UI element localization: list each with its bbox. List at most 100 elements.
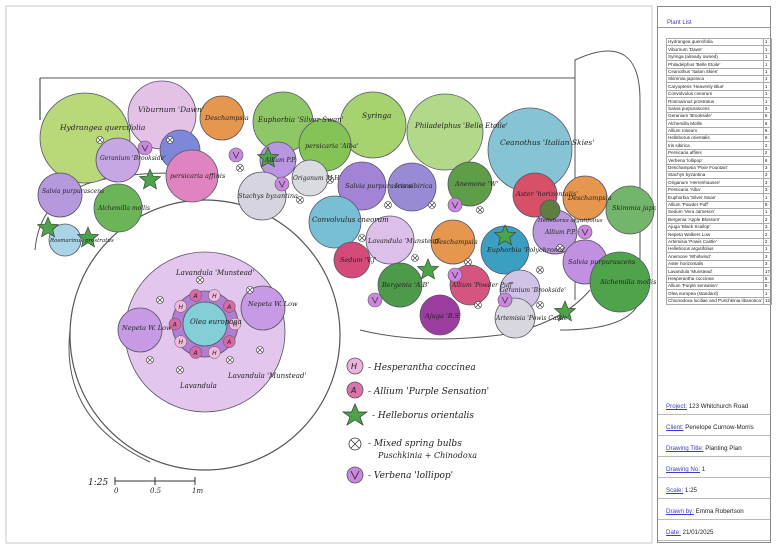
helleborus-star-icon (36, 216, 60, 238)
meta-key: Scale: (666, 487, 684, 494)
allium-marker (223, 300, 236, 313)
label-geranium2: Geranium 'Brookside' (500, 287, 566, 294)
plant-name-cell: Stachys byzantina (666, 171, 764, 180)
plant-list-row: Viburnum 'Dawn'1 (666, 45, 773, 54)
plant-helleborus (539, 199, 561, 221)
plant-list-row: Bergenia 'Apple Blossom'2 (666, 215, 773, 224)
label-deschampsia2: Deschampsia (567, 194, 612, 202)
meta-key: Drawn by: (666, 508, 694, 515)
legend-text-helleborus: - Helleborus orientalis (372, 411, 474, 421)
scale-bar: 1:25 0 0.5 1m (88, 477, 203, 495)
verbena-icon (274, 176, 290, 192)
verbena-icon (367, 292, 383, 308)
plant-sedum (333, 241, 371, 279)
marker-letter: H (179, 339, 184, 346)
label-aster: Aster 'horizontalis' (515, 190, 578, 198)
plant-qty-cell: 3 (762, 178, 773, 187)
plant-artemisia (494, 297, 536, 339)
legend: H - Hesperantha coccinea A - Allium 'Pur… (341, 357, 489, 484)
bulb-x-icon (536, 301, 544, 309)
plant-list-row: Olea europea (standard)1 (666, 289, 773, 298)
label-alchemilla1: Alchemilla mollis (97, 205, 150, 212)
plant-persicaria1 (165, 149, 219, 203)
bulb-x-icon (464, 258, 472, 266)
label-rosemary: Rosmarinus prostratus (49, 238, 114, 244)
bulb-x-icon (156, 296, 164, 304)
verbena-icon (137, 140, 153, 156)
plant-name-cell: Verbena 'lollipop' (666, 156, 764, 165)
bulb-x-icon (476, 206, 484, 214)
plant-convolvulus (308, 195, 362, 249)
label-anemone: Anemone 'W' (454, 180, 498, 188)
plant-name-cell: Alchemilla Mollis (666, 119, 764, 128)
label-philadelphus: Philadelphus 'Belle Etoile' (414, 122, 508, 130)
nepeta-right (240, 285, 286, 331)
scale-tick-0: 0 (114, 487, 119, 495)
plant-name-cell: Hydrangea quercifolia (666, 37, 764, 47)
legend-symbol-hesperantha (346, 357, 364, 375)
plant-name-cell: Allium 'Purple sensation' (666, 281, 764, 291)
bulb-x-icon (358, 234, 366, 242)
helleborus-star-icon (416, 258, 440, 280)
plant-name-cell: Lavandula 'Munstead' (666, 267, 764, 276)
hesperantha-marker (228, 317, 242, 331)
verbena-icon (497, 292, 513, 308)
plant-qty-cell: 1 (762, 82, 773, 91)
bulb-x-icon (166, 136, 174, 144)
plant-qty-cell: 3 (762, 252, 773, 261)
label-lav-munstead: Lavandula 'Munstead' (175, 269, 254, 277)
plant-qty-cell: 1 (762, 289, 773, 298)
legend-symbol-h-text: H (351, 362, 357, 371)
meta-line: Drawing Title: Planting Plan (666, 445, 742, 452)
meta-value: 1:25 (683, 487, 697, 494)
plant-qty-cell: 1 (762, 97, 773, 106)
bulb-x-icon (296, 196, 304, 204)
marker-letter: H (233, 322, 238, 329)
plant-list-title: Plant List (658, 7, 770, 28)
hesperantha-marker (208, 289, 221, 302)
plant-list-row: Geranium 'Brookside'6 (666, 111, 773, 121)
plant-ajuga (419, 294, 461, 336)
plant-qty-cell: 1 (762, 52, 773, 62)
bulb-x-icon (236, 164, 244, 172)
plant-name-cell: Nepeta Walkers Low (666, 230, 764, 239)
plant-qty-cell: 1 (762, 89, 773, 99)
plant-qty-cell: 6 (762, 111, 773, 121)
plant-name-cell: Allium roseum (666, 126, 764, 136)
meta-value: Emma Robertson (693, 508, 744, 515)
plant-qty-cell: 3 (762, 222, 773, 232)
bulb-x-icon (474, 301, 482, 309)
plant-list-row: Chionodoxa luciliae and Puschkinia liban… (666, 296, 773, 306)
plant-qty-cell: 3 (762, 171, 773, 180)
legend-star-icon (341, 403, 369, 426)
plant-qty-cell: 17 (762, 267, 773, 276)
nepeta-left (117, 307, 163, 353)
plant-qty-cell: 5 (762, 119, 773, 128)
label-euphorbia: Euphorbia 'Silver Swan' (257, 116, 344, 124)
plant-name-cell: Rosmarinus prostratus (666, 97, 764, 106)
label-nepeta2: Nepeta W. Low (247, 300, 298, 308)
plant-list-row: Allium 'Powder Puff'8 (666, 200, 773, 210)
plant-qty-cell: 1 (762, 74, 773, 84)
meta-key: Drawing No: (666, 466, 701, 473)
plant-list-row: Philadelphus 'Belle Etoile'1 (666, 60, 773, 69)
plant-qty-cell: 5 (762, 274, 773, 283)
meta-line: Drawn by: Emma Robertson (666, 508, 744, 515)
plant-name-cell: Skimmia japonica (666, 74, 764, 84)
bulb-x-icon (246, 286, 254, 294)
plant-list-row: Anemone 'Whirlwind'3 (666, 252, 773, 261)
label-viburnum: Viburnum 'Dawn' (138, 105, 204, 114)
plant-qty-cell: 1 (762, 60, 773, 69)
label-allium2: Allium P.P. (544, 229, 576, 236)
plant-qty-cell: 12 (762, 296, 773, 306)
meta-value: 1 (700, 466, 706, 473)
bulb-x-icon (326, 176, 334, 184)
bulb-x-icon (256, 346, 264, 354)
